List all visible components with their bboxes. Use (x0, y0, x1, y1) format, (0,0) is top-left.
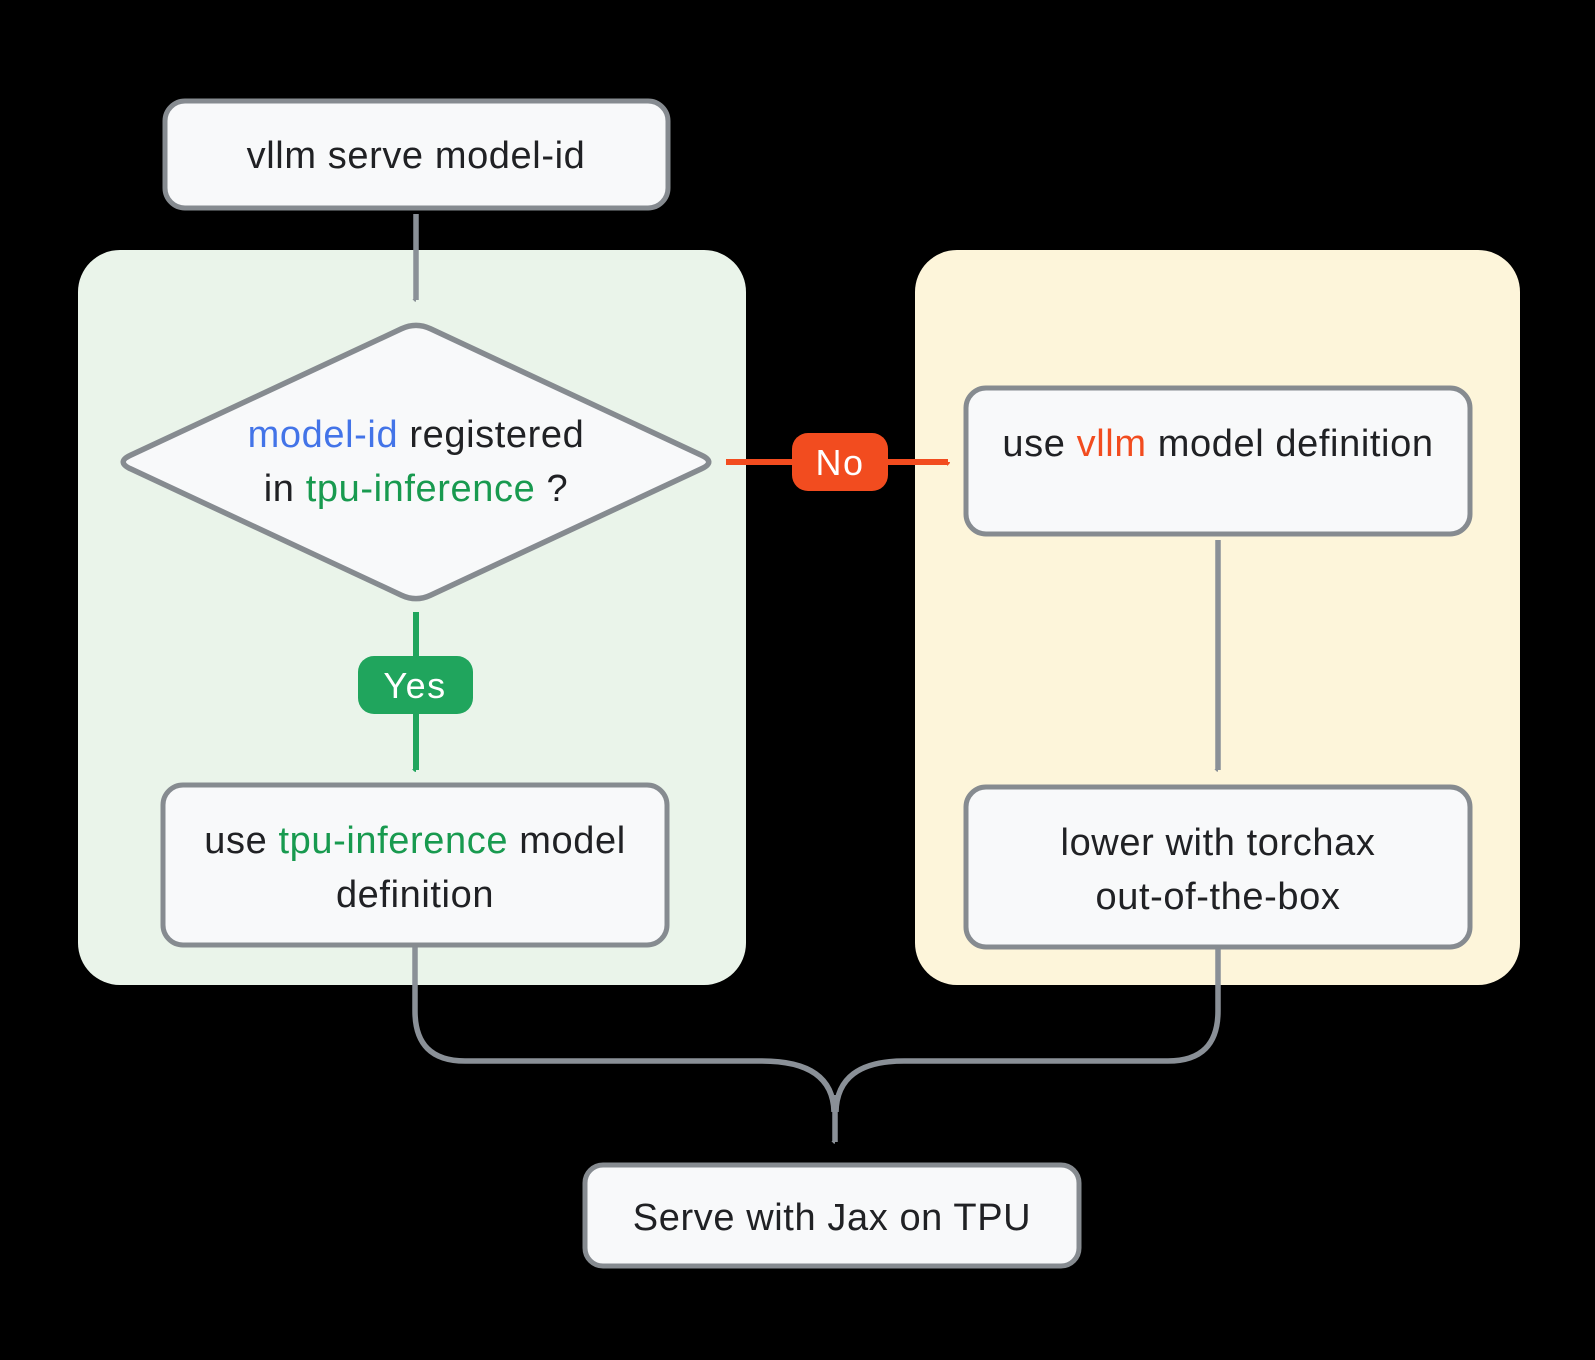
use-tpu-use-text: use (204, 820, 278, 862)
use-tpu-inference-node: use tpu-inference model definition (160, 782, 670, 948)
serve-node: Serve with Jax on TPU (582, 1162, 1082, 1269)
torchax-line1: lower with torchax (1061, 822, 1376, 864)
use-tpu-inference-line2: definition (336, 874, 494, 916)
use-tpu-inference-box (160, 782, 670, 948)
start-node: vllm serve model-id (162, 98, 671, 211)
decision-question-mark: ? (546, 468, 568, 510)
serve-node-label: Serve with Jax on TPU (633, 1197, 1031, 1239)
edge-merge-right (833, 947, 1221, 1113)
use-vllm-node: use vllm model definition (963, 385, 1473, 537)
start-node-label: vllm serve model-id (247, 135, 586, 177)
decision-model-id-text: model-id (248, 414, 399, 456)
use-vllm-box (963, 385, 1473, 537)
decision-label-line1: model-id registered (248, 414, 585, 456)
no-badge: No (792, 433, 888, 491)
yes-badge-label: Yes (383, 665, 446, 706)
edge-merge-left (412, 947, 837, 1113)
no-badge-box (792, 433, 888, 491)
use-vllm-highlight-text: vllm (1077, 423, 1147, 465)
use-vllm-rest-text: model definition (1158, 423, 1434, 465)
use-tpu-model-text: model (519, 820, 626, 862)
torchax-line2: out-of-the-box (1096, 876, 1341, 918)
yes-badge-box (358, 656, 473, 714)
decision-in-text: in (264, 468, 306, 510)
decision-tpu-inference-text: tpu-inference (306, 468, 536, 510)
use-tpu-highlight-text: tpu-inference (278, 820, 508, 862)
serve-node-box (582, 1162, 1082, 1269)
use-vllm-use-text: use (1002, 423, 1076, 465)
no-badge-label: No (815, 442, 864, 483)
decision-label-line2: in tpu-inference ? (264, 468, 568, 510)
yes-badge: Yes (358, 656, 473, 714)
decision-diamond (120, 322, 712, 602)
start-node-box (162, 98, 671, 211)
use-tpu-inference-line1: use tpu-inference model (204, 820, 626, 862)
torchax-node: lower with torchax out-of-the-box (963, 784, 1473, 950)
use-vllm-label: use vllm model definition (1002, 423, 1433, 465)
torchax-box (963, 784, 1473, 950)
decision-node: model-id registered in tpu-inference ? (120, 322, 712, 602)
decision-registered-text: registered (409, 414, 584, 456)
